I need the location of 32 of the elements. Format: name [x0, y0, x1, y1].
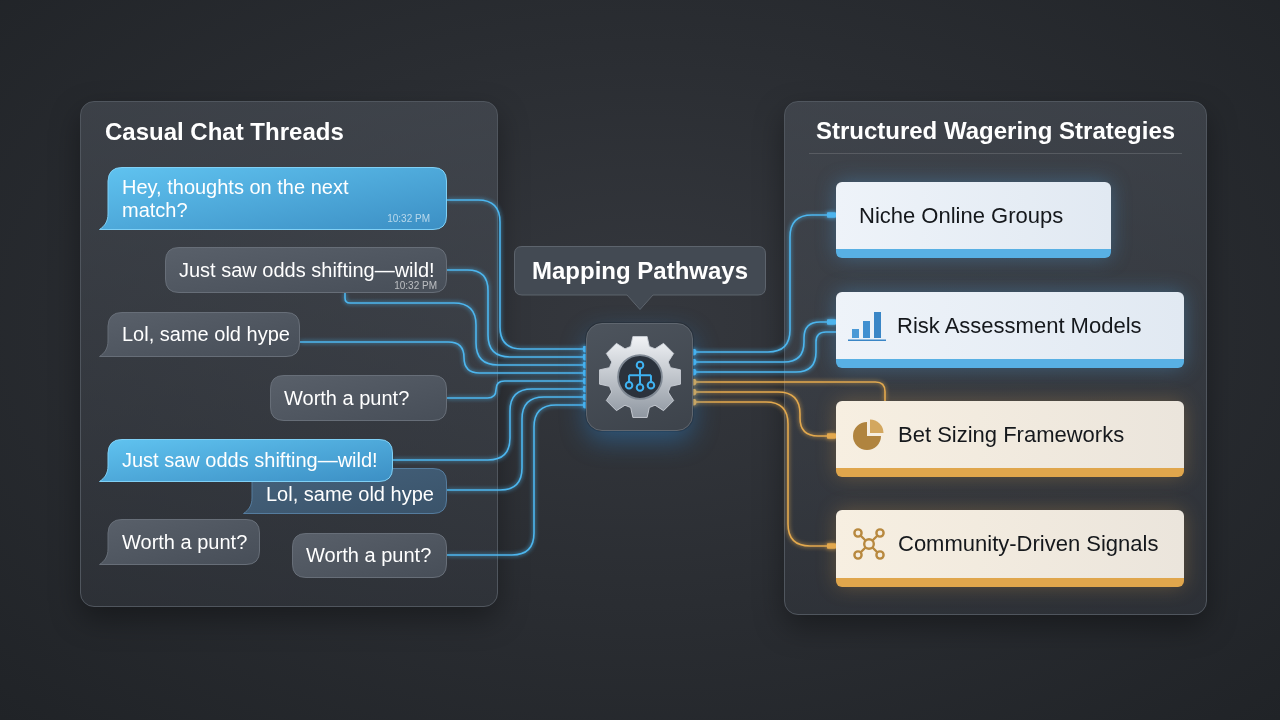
- chat-bubble: [165, 247, 447, 293]
- strategy-card: [836, 182, 1111, 258]
- card-label: Risk Assessment Models: [897, 312, 1142, 339]
- chat-bubble: [99, 167, 447, 230]
- strategy-card: [836, 292, 1184, 368]
- panel-heading: Structured Wagering Strategies: [814, 117, 1177, 145]
- chat-bubble: [270, 375, 447, 421]
- callout-bubble: [514, 246, 766, 310]
- hub-tile: [586, 323, 693, 431]
- message-text: Lol, same old hype: [266, 482, 434, 506]
- message-text: Lol, same old hype: [122, 323, 290, 346]
- card-label: Community-Driven Signals: [898, 531, 1159, 557]
- panel-heading: Casual Chat Threads: [105, 118, 344, 146]
- message-text: Worth a punt?: [306, 544, 432, 567]
- strategy-card: [836, 510, 1184, 587]
- strategy-panel: [784, 101, 1207, 615]
- card-label: Niche Online Groups: [859, 202, 1064, 229]
- callout-title: Mapping Pathways: [530, 256, 749, 286]
- chat-panel: [80, 101, 498, 607]
- chat-bubble: [99, 439, 393, 482]
- card-label: Bet Sizing Frameworks: [898, 421, 1125, 448]
- message-text: Worth a punt?: [284, 386, 410, 410]
- chat-bubble: [292, 533, 447, 578]
- timestamp: 10:32 PM: [394, 280, 437, 291]
- strategy-card: [836, 401, 1184, 477]
- message-text: Just saw odds shifting—wild!: [122, 449, 378, 472]
- chat-bubble: [99, 519, 260, 565]
- message-text: Just saw odds shifting—wild!: [179, 258, 435, 282]
- message-text: Worth a punt?: [122, 530, 248, 554]
- timestamp: 10:32 PM: [387, 213, 430, 224]
- message-text: Hey, thoughts on the next match?: [122, 175, 350, 222]
- chat-bubble: [99, 312, 300, 357]
